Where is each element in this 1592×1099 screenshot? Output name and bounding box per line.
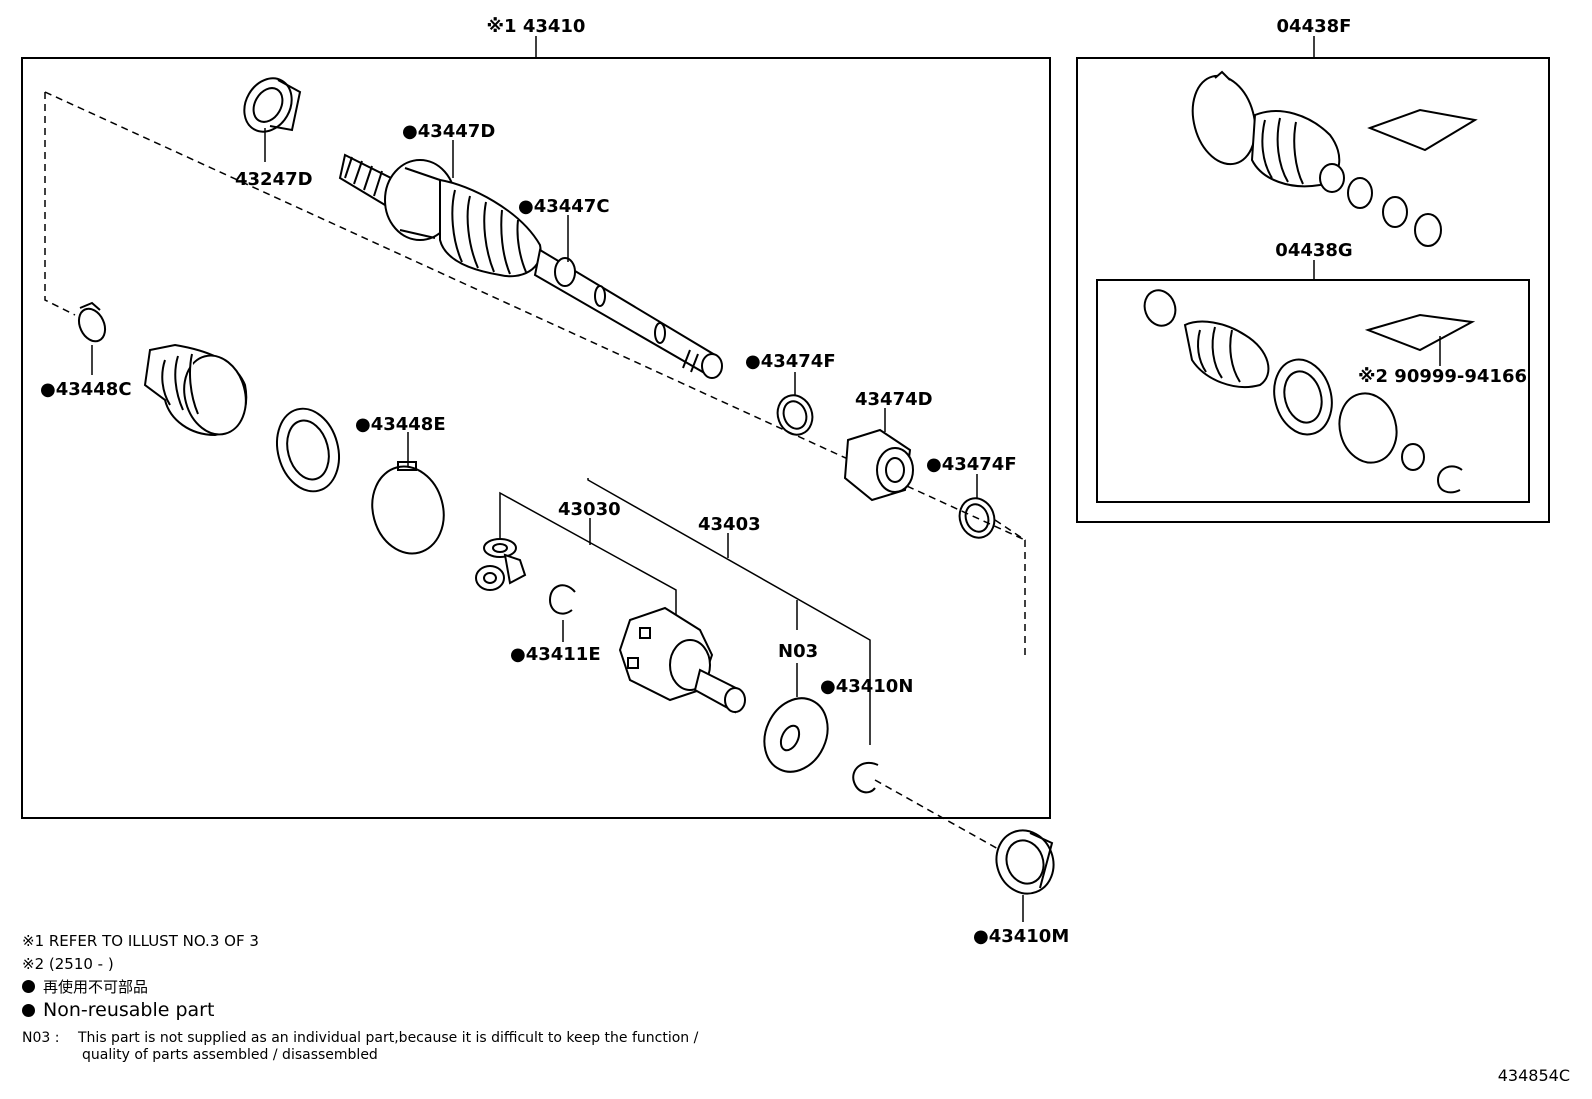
bullet-dot-icon: [22, 1004, 35, 1017]
part-43410N-snap-ring[interactable]: [852, 762, 879, 794]
part-43474F-ring-2[interactable]: [954, 493, 1000, 542]
leader-brackets: [499, 478, 871, 745]
inner-joint-housing[interactable]: [618, 606, 746, 714]
label-04438F[interactable]: 04438F: [1277, 16, 1352, 37]
part-N03-washer[interactable]: [753, 688, 839, 782]
label-43410N[interactable]: ●43410N: [820, 676, 913, 697]
note-n03-code: N03 :: [22, 1030, 60, 1046]
bullet-dot-icon: [22, 980, 35, 993]
outer-boot[interactable]: [143, 343, 254, 441]
part-43410M-seal[interactable]: [988, 822, 1063, 901]
label-43448E[interactable]: ●43448E: [355, 414, 446, 435]
label-43411E[interactable]: ●43411E: [510, 644, 601, 665]
note-date-range: ※2 (2510 - ): [22, 955, 114, 973]
part-43411E-snap-ring[interactable]: [548, 584, 576, 615]
kit-04438G-contents[interactable]: [1140, 286, 1476, 494]
label-43474D[interactable]: 43474D: [855, 389, 933, 410]
part-43448E-clamp[interactable]: [363, 458, 453, 561]
label-43474F-2[interactable]: ●43474F: [926, 454, 1017, 475]
kit-04438F-contents[interactable]: [1183, 69, 1478, 247]
label-04438G[interactable]: 04438G: [1275, 240, 1352, 261]
dashed-assembly-lines: [44, 91, 1026, 851]
label-main-assembly[interactable]: ※1 43410: [487, 16, 586, 37]
note-jp-nonreusable: 再使用不可部品: [22, 976, 259, 999]
part-43474D-damper[interactable]: [843, 428, 914, 502]
part-43448C-clamp[interactable]: [74, 301, 110, 345]
inner-boot-housing[interactable]: [268, 402, 348, 499]
part-43247D-seal[interactable]: [235, 70, 302, 140]
drive-shaft-assembly[interactable]: [338, 153, 723, 379]
note-nonreusable: Non-reusable part: [22, 999, 259, 1022]
note-n03-line2: quality of parts assembled / disassemble…: [82, 1047, 378, 1063]
illustration-id: 434854C: [1497, 1066, 1570, 1085]
label-43247D[interactable]: 43247D: [235, 169, 313, 190]
main-assembly-frame: [21, 57, 1051, 819]
boot-kit-outer-frame: [1076, 57, 1550, 523]
part-43474F-ring-1[interactable]: [772, 390, 818, 439]
note-refer-illust: ※1 REFER TO ILLUST NO.3 OF 3: [22, 932, 259, 950]
label-43447D[interactable]: ●43447D: [402, 121, 495, 142]
label-43447C[interactable]: ●43447C: [518, 196, 610, 217]
label-43474F-1[interactable]: ●43474F: [745, 351, 836, 372]
label-N03[interactable]: N03: [778, 641, 818, 662]
label-43030[interactable]: 43030: [558, 499, 621, 520]
boot-kit-inner-frame: [1096, 279, 1530, 503]
diagram-notes: ※1 REFER TO ILLUST NO.3 OF 3 ※2 (2510 - …: [22, 930, 259, 1022]
label-43403[interactable]: 43403: [698, 514, 761, 535]
label-43448C[interactable]: ●43448C: [40, 379, 132, 400]
note-n03-line1: This part is not supplied as an individu…: [78, 1030, 699, 1046]
tripod-joint[interactable]: [475, 538, 527, 591]
label-43410M[interactable]: ●43410M: [973, 926, 1069, 947]
label-90999-94166[interactable]: ※2 90999-94166: [1358, 366, 1527, 387]
note-n03: N03 : This part is not supplied as an ind…: [22, 1030, 698, 1064]
